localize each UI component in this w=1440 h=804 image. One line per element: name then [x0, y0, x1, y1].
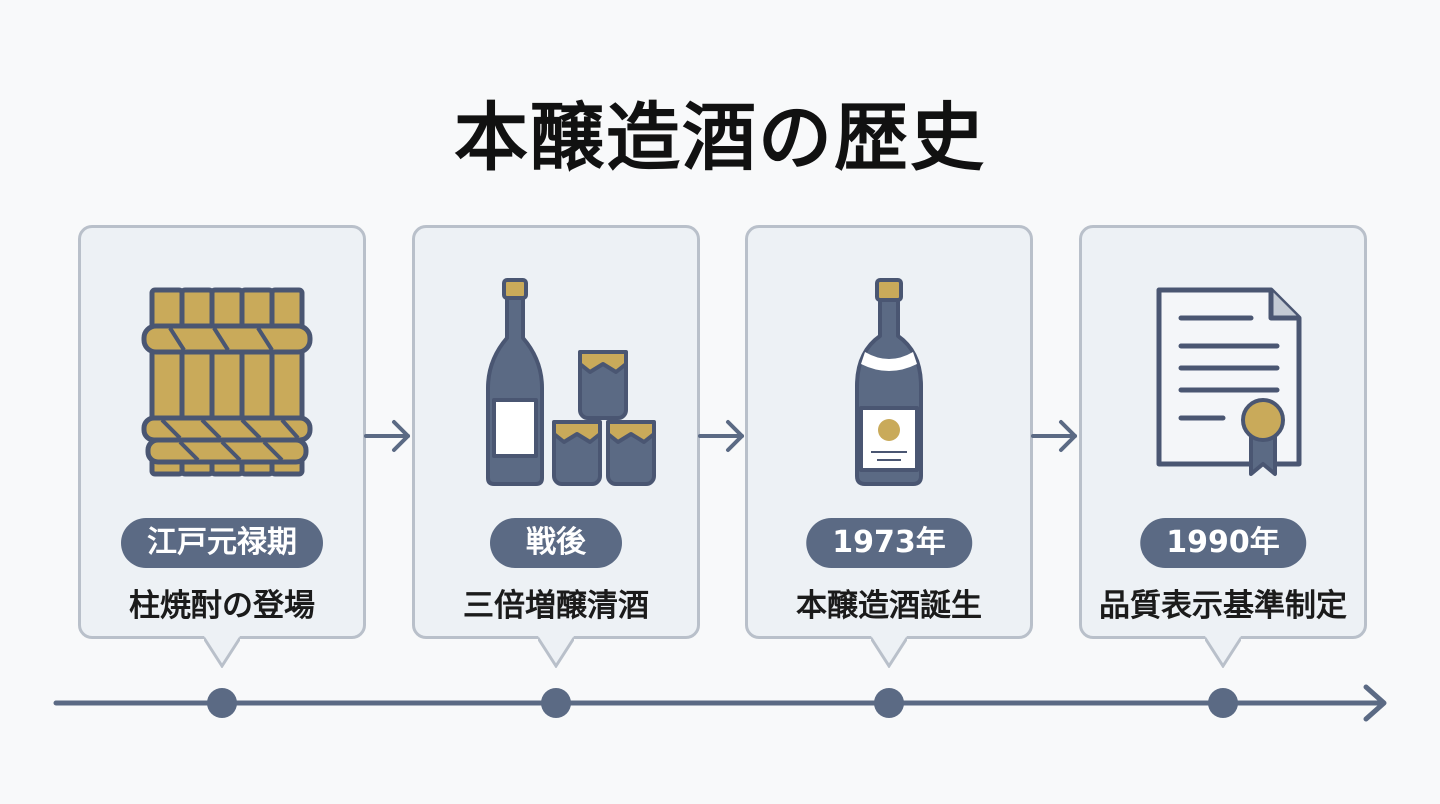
card-pointer: [1205, 636, 1241, 668]
timeline-card-4: 1990年 品質表示基準制定: [1079, 225, 1367, 639]
timeline-card-3: 1973年 本醸造酒誕生: [745, 225, 1033, 639]
timeline-dot: [874, 688, 904, 718]
timeline-card-2: 戦後 三倍増醸清酒: [412, 225, 700, 639]
bottle-and-jars-icon: [415, 268, 697, 498]
arrow-right-icon: [1031, 420, 1077, 452]
card-pointer: [538, 636, 574, 668]
period-badge: 江戸元禄期: [121, 518, 323, 568]
period-badge: 1990年: [1140, 518, 1306, 568]
timeline-axis: [53, 684, 1387, 722]
event-label: 品質表示基準制定: [1099, 588, 1347, 624]
arrow-right-icon: [698, 420, 744, 452]
card-pointer: [871, 636, 907, 668]
page-title: 本醸造酒の歴史: [454, 95, 986, 181]
wooden-barrel-icon: [81, 268, 363, 498]
period-badge: 戦後: [490, 518, 622, 568]
timeline-dot: [207, 688, 237, 718]
event-label: 柱焼酎の登場: [129, 588, 315, 624]
sake-bottle-icon: [748, 268, 1030, 498]
timeline-dot: [1208, 688, 1238, 718]
event-label: 三倍増醸清酒: [463, 588, 649, 624]
timeline-card-1: 江戸元禄期 柱焼酎の登場: [78, 225, 366, 639]
card-pointer: [204, 636, 240, 668]
event-label: 本醸造酒誕生: [796, 588, 982, 624]
arrow-right-icon: [364, 420, 410, 452]
certificate-document-icon: [1082, 268, 1364, 498]
period-badge: 1973年: [806, 518, 972, 568]
timeline-dot: [541, 688, 571, 718]
